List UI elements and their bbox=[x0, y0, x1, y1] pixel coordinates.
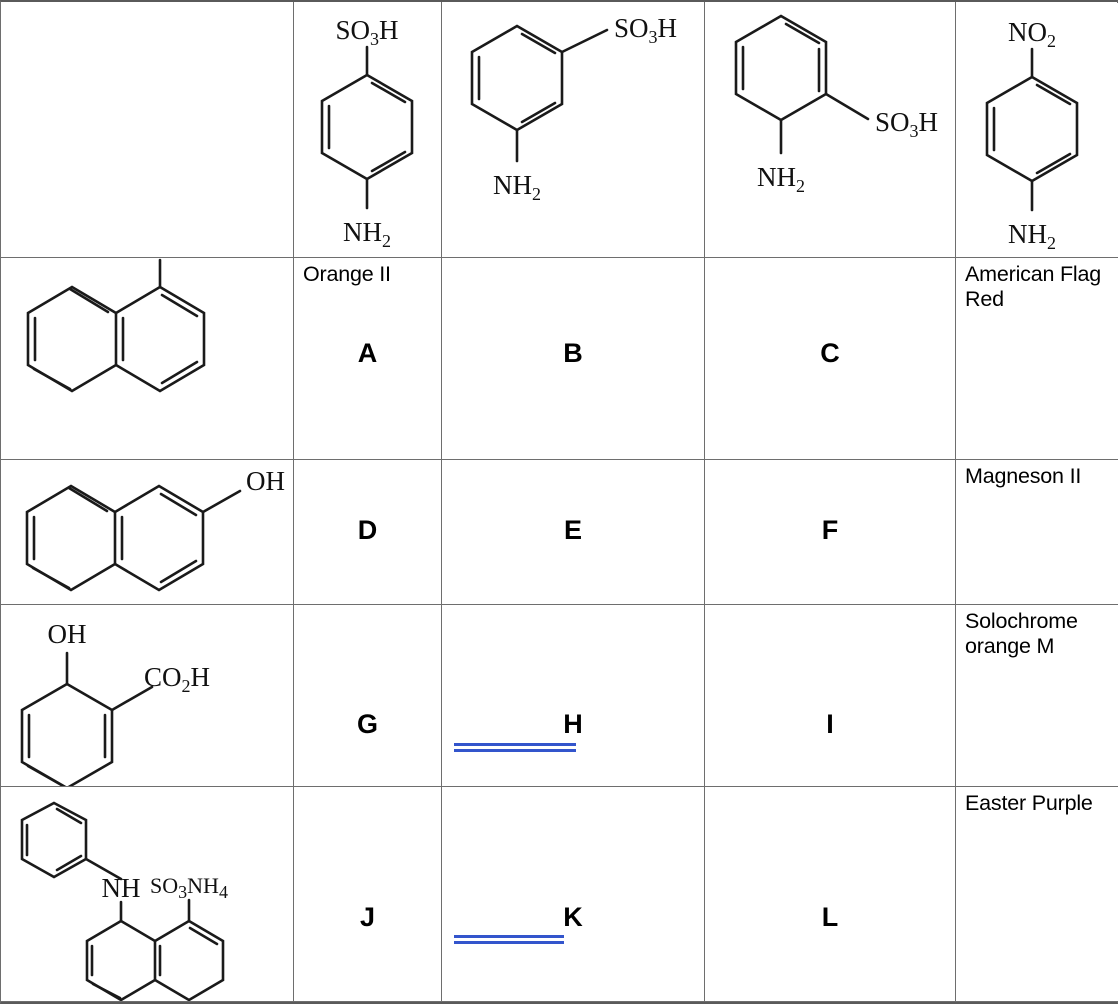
label-oh: OH bbox=[246, 466, 285, 496]
header-corner-blank bbox=[2, 3, 293, 257]
header-4-nitroaniline: NO2 NH2 bbox=[956, 3, 1118, 257]
cell-letter-J: J bbox=[359, 902, 376, 932]
column-divider-4 bbox=[955, 2, 956, 1002]
row-divider-1 bbox=[1, 257, 1117, 258]
header-sulfanilic-acid: SO3H NH2 bbox=[294, 3, 441, 257]
row-header-anilinonaphthalene-sulfonate: NH SO3NH4 bbox=[2, 787, 293, 1001]
row-header-2-naphthol: OH bbox=[2, 460, 293, 604]
cell-letter-I: I bbox=[826, 709, 834, 739]
structure-sulfanilic-acid: SO3H NH2 bbox=[294, 3, 441, 257]
annotation-underline-K bbox=[454, 935, 564, 944]
cell-B: B bbox=[442, 258, 704, 459]
product-name-easter-purple: Easter Purple bbox=[965, 791, 1093, 815]
product-name-orange-ii: Orange II bbox=[303, 262, 391, 286]
cell-I: I bbox=[705, 605, 955, 786]
cell-easter-purple: Easter Purple bbox=[956, 787, 1118, 1001]
cell-solochrome-orange-m: Solochrome orange M bbox=[956, 605, 1118, 786]
label-so3nh4: SO3NH4 bbox=[150, 873, 228, 902]
row-divider-4 bbox=[1, 786, 1117, 787]
cell-letter-G: G bbox=[356, 709, 378, 739]
label-so3h: SO3H bbox=[335, 15, 398, 49]
cell-L: L bbox=[705, 787, 955, 1001]
label-nh: NH bbox=[102, 873, 141, 903]
cell-K: K bbox=[442, 787, 704, 1001]
structure-metanilic-acid: SO3H NH2 bbox=[442, 3, 704, 257]
product-name-magneson-ii: Magneson II bbox=[965, 464, 1082, 488]
annotation-underline-H bbox=[454, 743, 576, 752]
cell-letter-C: C bbox=[820, 338, 840, 368]
label-oh: OH bbox=[48, 619, 87, 649]
cell-letter-E: E bbox=[563, 515, 582, 545]
header-metanilic-acid: SO3H NH2 bbox=[442, 3, 704, 257]
cell-letter-L: L bbox=[821, 902, 839, 932]
product-name-american-flag-red: American Flag Red bbox=[965, 262, 1102, 311]
cell-american-flag-red: American Flag Red bbox=[956, 258, 1118, 459]
label-no2: NO2 bbox=[1008, 17, 1056, 51]
cell-letter-F: F bbox=[821, 515, 839, 545]
cell-G: G bbox=[294, 605, 441, 786]
cell-letter-K: K bbox=[563, 902, 583, 932]
structure-2-naphthol: OH bbox=[2, 460, 293, 604]
label-nh2: NH2 bbox=[493, 170, 541, 204]
header-orthanilic-acid: SO3H NH2 bbox=[705, 3, 955, 257]
cell-letter-D: D bbox=[357, 515, 378, 545]
cell-E: E bbox=[442, 460, 704, 604]
label-nh2: NH2 bbox=[343, 217, 391, 251]
structure-salicylic-acid: OH CO2H bbox=[2, 605, 293, 786]
row-divider-3 bbox=[1, 604, 1117, 605]
column-divider-3 bbox=[704, 2, 705, 1002]
structure-orthanilic-acid: SO3H NH2 bbox=[705, 3, 955, 257]
cell-A: Orange II A bbox=[294, 258, 441, 459]
row-divider-5 bbox=[1, 1001, 1117, 1002]
column-divider-1 bbox=[293, 2, 294, 1002]
column-divider-2 bbox=[441, 2, 442, 1002]
cell-letter-A: A bbox=[357, 338, 378, 368]
product-name-solochrome-orange-m: Solochrome orange M bbox=[965, 609, 1078, 658]
cell-letter-B: B bbox=[563, 338, 583, 368]
row-header-1-naphthol: OH bbox=[2, 258, 293, 459]
label-nh2: NH2 bbox=[1008, 219, 1056, 253]
label-so3h: SO3H bbox=[875, 107, 938, 141]
cell-letter-H: H bbox=[563, 709, 583, 739]
label-co2h: CO2H bbox=[144, 662, 210, 696]
structure-4-nitroaniline: NO2 NH2 bbox=[956, 3, 1118, 257]
label-so3h: SO3H bbox=[614, 13, 677, 47]
cell-magneson-ii: Magneson II bbox=[956, 460, 1118, 604]
label-nh2: NH2 bbox=[757, 162, 805, 196]
structure-8-anilinonaphthalene-1-sulfonic-acid-ammonium: NH SO3NH4 bbox=[2, 787, 293, 1001]
cell-D: D bbox=[294, 460, 441, 604]
row-header-salicylic-acid: OH CO2H bbox=[2, 605, 293, 786]
cell-H: H bbox=[442, 605, 704, 786]
structure-1-naphthol: OH bbox=[2, 258, 293, 459]
cell-J: J bbox=[294, 787, 441, 1001]
cell-F: F bbox=[705, 460, 955, 604]
cell-C: C bbox=[705, 258, 955, 459]
row-divider-2 bbox=[1, 459, 1117, 460]
